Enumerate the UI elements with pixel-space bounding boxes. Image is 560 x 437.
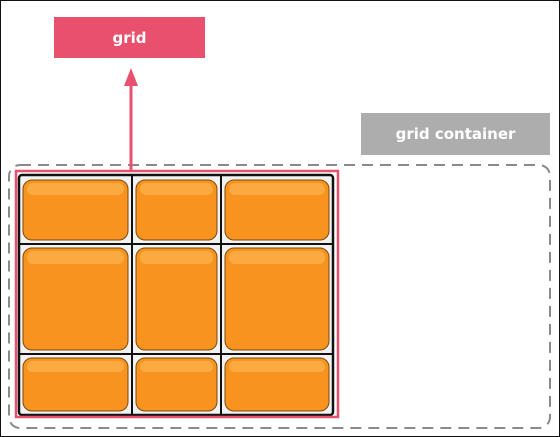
grid-lines [20,176,332,414]
grid-label: grid [54,17,205,58]
grid-item-3 [224,179,330,241]
grid-container-border [8,164,551,429]
grid-item-4 [22,247,129,351]
grid-highlight-outline [14,169,340,419]
grid-item-1 [22,179,129,241]
grid-items [22,179,330,412]
arrow-head-icon [124,68,138,86]
grid-container-label: grid container [361,113,550,155]
grid-item-5 [135,247,218,351]
grid-item-6 [224,247,330,351]
grid-item-8 [135,357,218,412]
grid-item-2 [135,179,218,241]
grid-item-7 [22,357,129,412]
grid-item-9 [224,357,330,412]
